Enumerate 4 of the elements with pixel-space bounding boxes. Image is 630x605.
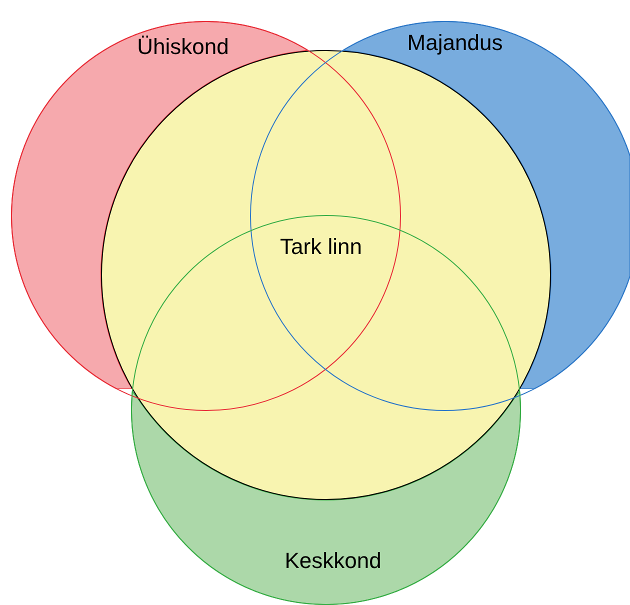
circle-label: Keskkond	[284, 548, 382, 574]
circle-label: Majandus	[407, 30, 503, 56]
circle-label: Tark linn	[280, 234, 362, 260]
circle-label: Ühiskond	[137, 34, 229, 60]
